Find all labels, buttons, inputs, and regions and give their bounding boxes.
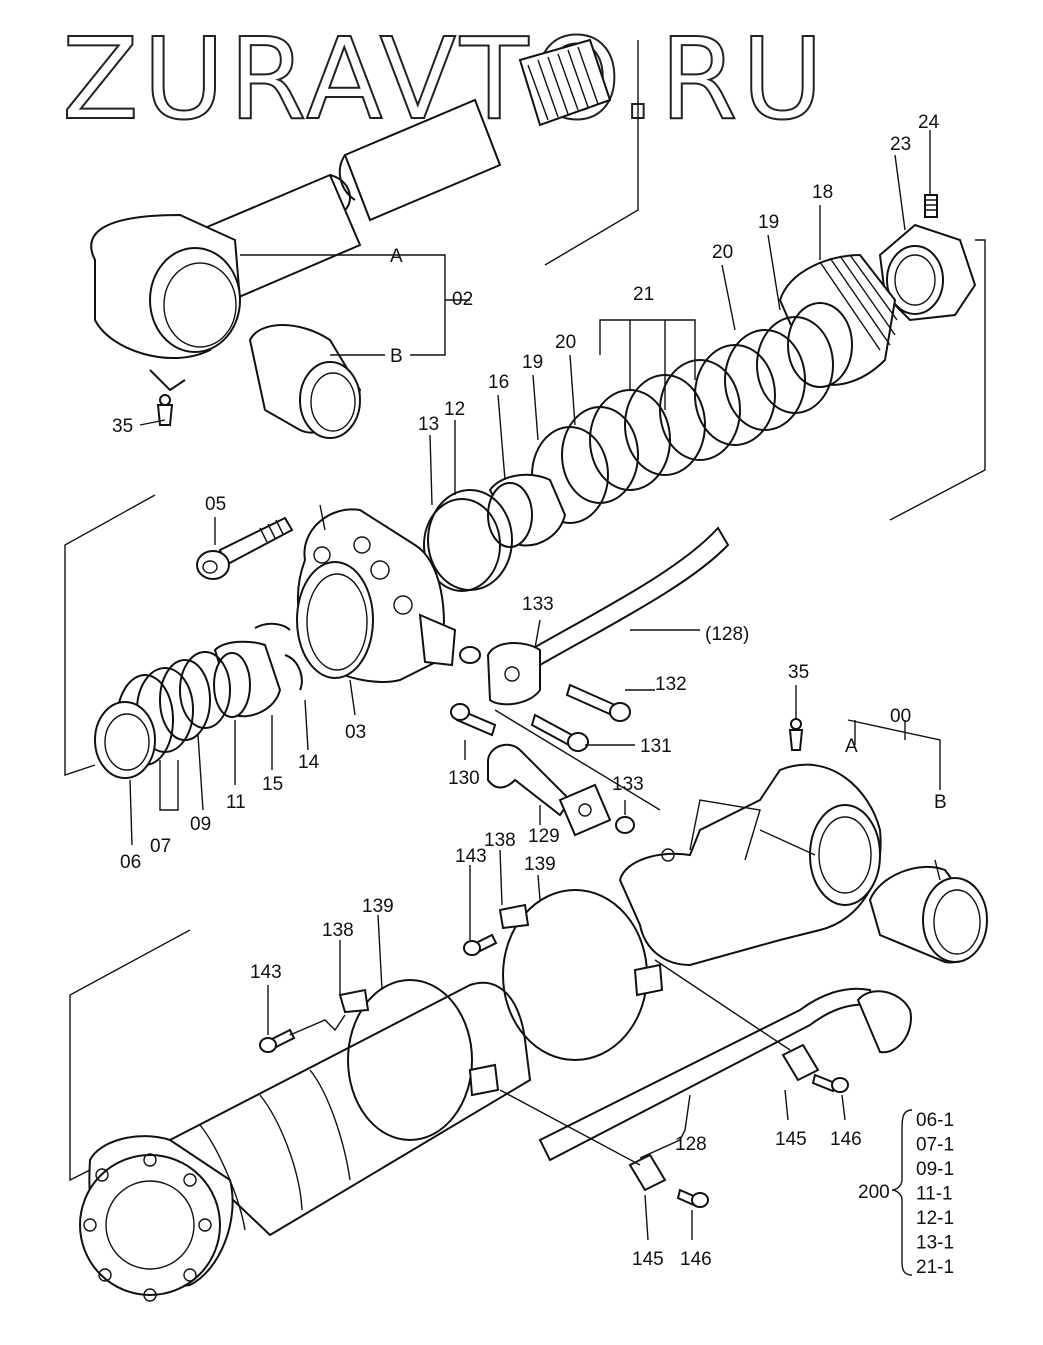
label-00: 00 (890, 706, 911, 727)
label-129: 129 (528, 826, 560, 847)
label-18: 18 (812, 182, 833, 203)
label-128-top: (128) (705, 624, 749, 645)
seal-rings-19-21 (531, 316, 834, 524)
label-09: 09 (190, 814, 211, 835)
flange-132 (459, 642, 541, 706)
label-128-bottom: 128 (675, 1134, 707, 1155)
piston-18 (778, 253, 898, 388)
label-21: 21 (633, 284, 654, 305)
label-130: 130 (448, 768, 480, 789)
label-138-left: 138 (322, 920, 354, 941)
piston-rod (198, 38, 612, 302)
grease-nipple-35-bottom (788, 718, 804, 751)
hose-128-top (528, 526, 730, 667)
label-143-right: 143 (455, 846, 487, 867)
label-133-top: 133 (522, 594, 554, 615)
kit-item: 07-1 (916, 1135, 954, 1156)
label-02: 02 (452, 289, 473, 310)
label-06: 06 (120, 852, 141, 873)
label-131: 131 (640, 736, 672, 757)
label-14: 14 (298, 752, 320, 773)
label-24: 24 (918, 112, 940, 133)
label-146-right: 146 (830, 1129, 862, 1150)
label-07: 07 (150, 836, 171, 857)
kit-item: 21-1 (916, 1257, 954, 1278)
hose-128-bottom (538, 987, 912, 1162)
leader-lines-head (64, 494, 356, 846)
cylinder-head-03 (296, 508, 457, 683)
label-145-right: 145 (775, 1129, 807, 1150)
label-15: 15 (262, 774, 283, 795)
part-labels: 02 A B 35 23 24 18 19 20 21 20 19 16 12 … (112, 112, 947, 1270)
leader-lines-top (139, 40, 639, 426)
kit-item: 11-1 (916, 1184, 953, 1205)
rings-12-13 (423, 489, 513, 592)
bushing-02b (248, 324, 362, 439)
label-A-rod: A (390, 246, 403, 267)
elbow-pipe-129 (487, 743, 635, 837)
label-B-body: B (934, 792, 947, 813)
label-145-left: 145 (632, 1249, 664, 1270)
label-20-right: 20 (712, 242, 733, 263)
label-139-left: 139 (362, 896, 394, 917)
bolts-131-132 (450, 683, 631, 752)
watermark-text: ZURAVTO.RU (62, 15, 827, 145)
label-132: 132 (655, 674, 687, 695)
label-19-right: 19 (758, 212, 779, 233)
leader-lines-piston (429, 130, 986, 521)
label-13: 13 (418, 414, 439, 435)
label-12: 12 (444, 399, 465, 420)
label-05: 05 (205, 494, 226, 515)
bolt-05 (196, 516, 294, 580)
cylinder-bottom-00 (618, 763, 882, 967)
bushing-00b (868, 865, 988, 964)
kit-item: 09-1 (916, 1159, 954, 1180)
kit-list: 06-1 07-1 09-1 11-1 12-1 13-1 21-1 (916, 1110, 954, 1278)
kit-item: 13-1 (916, 1233, 954, 1254)
leader-lines-body (759, 685, 941, 881)
kit-bracket-200 (891, 1109, 913, 1276)
label-143-left: 143 (250, 962, 282, 983)
label-139-right: 139 (524, 854, 556, 875)
label-19-left: 19 (522, 352, 543, 373)
kit-item: 06-1 (916, 1110, 954, 1131)
rod-eye (90, 213, 242, 392)
setscrew-24 (924, 194, 938, 218)
label-146-left: 146 (680, 1249, 712, 1270)
label-35-top: 35 (112, 416, 133, 437)
leader-lines-tube (69, 849, 846, 1241)
label-200: 200 (858, 1182, 890, 1203)
clamp-bolts (259, 933, 849, 1208)
label-138-right: 138 (484, 830, 516, 851)
kit-item: 12-1 (916, 1208, 954, 1229)
cylinder-tube (79, 981, 532, 1302)
label-35-bottom: 35 (788, 662, 809, 683)
label-11: 11 (226, 792, 246, 813)
leader-lines-hose (464, 619, 700, 825)
label-16: 16 (488, 372, 509, 393)
label-20-left: 20 (555, 332, 576, 353)
label-B-rod: B (390, 346, 403, 367)
label-03: 03 (345, 722, 366, 743)
head-seals (94, 622, 303, 779)
label-133-mid: 133 (612, 774, 644, 795)
label-23: 23 (890, 134, 911, 155)
nut-23 (878, 223, 977, 322)
label-A-body: A (845, 736, 858, 757)
band-clamps (338, 889, 664, 1141)
